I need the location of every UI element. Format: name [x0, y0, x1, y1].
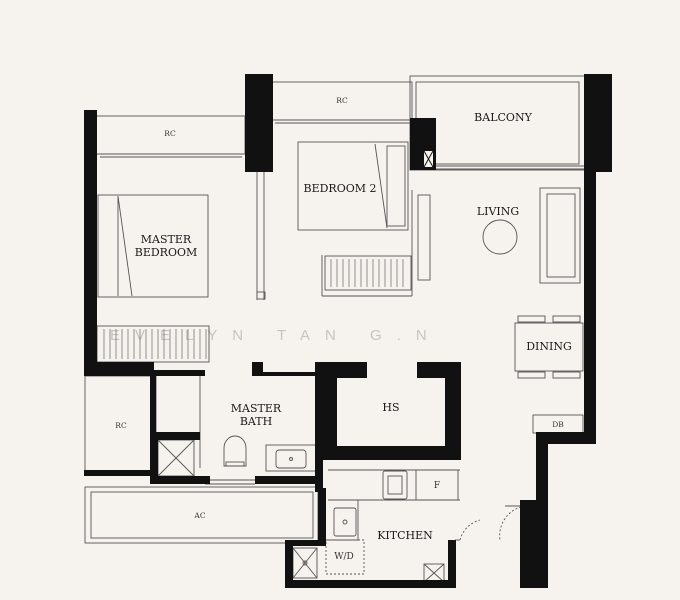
master-bath-label-line1: MASTER	[231, 402, 282, 415]
wall-stub	[252, 362, 263, 376]
bedroom2-shelf	[417, 194, 431, 281]
partition-stub	[256, 291, 266, 300]
wall-hs-right	[445, 362, 461, 460]
room-labels: BALCONY BEDROOM 2 LIVING MASTER BEDROOM …	[135, 111, 572, 542]
dining-chair	[552, 371, 581, 379]
rc-label-top-left: RC	[164, 129, 176, 138]
wall-kitchen-yard-top	[285, 540, 326, 546]
master-bedroom-label-line2: BEDROOM	[135, 246, 198, 259]
kitchen-sink	[333, 507, 357, 537]
kitchen-stove-inner	[387, 475, 403, 495]
toilet	[223, 435, 247, 467]
kitchen-door-trap-cross-2	[423, 563, 445, 583]
rc-label-left: RC	[115, 421, 127, 430]
wall-kitchen-right-low	[448, 540, 456, 588]
db-label: DB	[552, 420, 564, 429]
wall-balcony-left-cap	[410, 118, 436, 148]
ac-label: AC	[193, 511, 205, 520]
wall-master-bedroom-bottom	[84, 362, 154, 376]
wall-hs-bottom	[315, 446, 461, 460]
living-label: LIVING	[477, 205, 519, 218]
ac-ledge-inner	[90, 491, 314, 539]
wardrobe-hatching	[103, 259, 404, 359]
wall-shower-bottom	[150, 476, 210, 484]
furniture	[96, 141, 584, 583]
kitchen-floor-trap-cross-2	[292, 547, 318, 579]
wall-rc-left-bottom	[84, 470, 156, 476]
kitchen-label: KITCHEN	[377, 529, 433, 542]
fridge-box	[415, 469, 459, 501]
wall-left-exterior	[84, 110, 97, 376]
toilet-tank	[225, 461, 245, 467]
kitchen-stove	[382, 470, 408, 500]
rc-label-top-middle: RC	[336, 96, 348, 105]
bedroom2-bed-headboard	[386, 145, 406, 227]
wall-master-bedroom-bottom-2	[150, 370, 205, 376]
wall-right-step	[536, 432, 596, 444]
dining-chair	[517, 315, 546, 323]
wall-kitchen-left	[318, 488, 326, 544]
fridge-label: F	[434, 481, 440, 491]
kitchen-sink-drain	[342, 519, 348, 525]
dining-label: DINING	[526, 340, 572, 353]
wall-right-lower	[536, 432, 548, 588]
bedroom2-wardrobe	[324, 255, 412, 291]
shower-cross-2	[157, 439, 195, 477]
kitchen-floor-trap-drain	[302, 560, 308, 566]
bedroom2-bed	[297, 141, 409, 231]
wall-kitchen-yard-left	[285, 540, 293, 588]
dining-chair	[517, 371, 546, 379]
master-bed	[97, 194, 209, 298]
wall-shower-top	[150, 432, 200, 440]
fixture-labels: RC RC RC AC DB F W/D	[115, 96, 564, 562]
balcony-label: BALCONY	[474, 111, 532, 124]
wall-kitchen-door-side	[520, 500, 536, 588]
wall-bath-top	[263, 372, 315, 376]
master-bedroom-label-line1: MASTER	[141, 233, 192, 246]
vent-cross-2	[423, 150, 434, 168]
balcony-vent	[421, 148, 436, 170]
wall-right-exterior	[584, 172, 596, 442]
wall-right-column	[584, 74, 612, 172]
bedroom2-bed-fold	[374, 143, 388, 229]
dining-table	[514, 322, 584, 372]
wall-bath-bottom	[255, 476, 322, 484]
coffee-table	[482, 219, 518, 255]
sofa	[539, 187, 581, 284]
dining-chair	[552, 315, 581, 323]
wall-column-top-left	[245, 74, 273, 172]
wall-kitchen-bottom	[285, 580, 455, 588]
basin	[275, 449, 307, 469]
basin-tap	[289, 457, 293, 461]
watermark: EVELYN TAN G.N	[110, 327, 442, 344]
washer-dryer-label: W/D	[334, 552, 354, 562]
wall-shower-left	[150, 432, 158, 482]
bedroom2-label: BEDROOM 2	[303, 182, 376, 195]
master-bath-label-line2: BATH	[240, 415, 272, 428]
master-bed-fold	[117, 195, 133, 297]
walls	[84, 74, 612, 588]
sofa-seat	[546, 193, 576, 278]
hs-label: HS	[382, 401, 399, 414]
wall-rc-left-right	[150, 376, 156, 440]
wall-hs-lower	[315, 446, 323, 492]
wall-hs-left	[315, 362, 337, 460]
